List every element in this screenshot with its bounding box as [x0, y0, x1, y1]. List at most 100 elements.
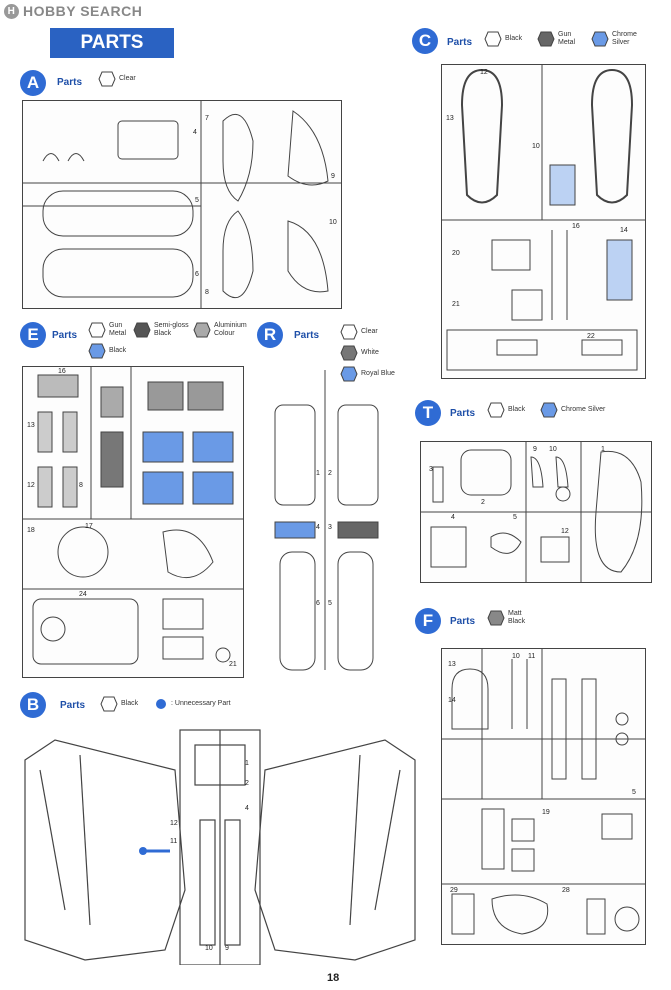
part-num: 12 — [480, 69, 488, 76]
part-num: 5 — [195, 197, 199, 204]
part-num: 6 — [316, 600, 320, 607]
sprue-f: 13 14 10 11 19 29 28 5 — [441, 648, 646, 945]
part-num: 3 — [328, 524, 332, 531]
part-num: 4 — [245, 805, 249, 812]
part-num: 4 — [451, 514, 455, 521]
section-b-swatch-black: Black — [100, 696, 138, 712]
hex-swatch-icon — [88, 343, 106, 359]
sprue-r: 1 2 4 3 6 5 — [270, 370, 380, 680]
part-num: 7 — [205, 115, 209, 122]
part-num: 24 — [79, 591, 87, 598]
hex-swatch-icon — [340, 345, 358, 361]
hobby-search-logo-icon: H — [4, 3, 19, 19]
hex-swatch-icon — [133, 322, 151, 338]
part-num: 16 — [572, 223, 580, 230]
part-num: 1 — [245, 760, 249, 767]
part-num: 14 — [448, 697, 456, 704]
part-num: 22 — [587, 333, 595, 340]
section-f-parts-label: Parts — [450, 616, 476, 627]
watermark-text: HOBBY SEARCH — [23, 3, 143, 19]
section-e-swatch-gunmetal: Gun Metal — [88, 322, 131, 338]
section-e-swatch-semigloss: Semi-gloss Black — [133, 322, 194, 338]
section-f-swatch-mattblack: Matt Black — [487, 610, 530, 626]
part-num: 13 — [446, 115, 454, 122]
page-number: 18 — [327, 972, 340, 984]
section-t-badge: T — [415, 400, 441, 426]
part-num: 14 — [620, 227, 628, 234]
part-num: 4 — [316, 524, 320, 531]
part-num: 16 — [58, 368, 66, 375]
part-num: 10 — [532, 143, 540, 150]
part-num: 10 — [549, 446, 557, 453]
sprue-t: 9 10 1 3 2 4 5 12 — [420, 441, 652, 583]
hex-swatch-icon — [340, 324, 358, 340]
part-num: 5 — [632, 789, 636, 796]
hex-swatch-icon — [88, 322, 106, 338]
part-num: 13 — [448, 661, 456, 668]
hex-swatch-icon — [98, 71, 116, 87]
part-num: 17 — [85, 523, 93, 530]
section-b-unnecessary-legend: : Unnecessary Part — [155, 698, 231, 710]
section-r-swatch-white: White — [340, 345, 379, 361]
part-num: 10 — [512, 653, 520, 660]
section-t-parts-label: Parts — [450, 408, 476, 419]
sprue-c: 12 13 10 20 16 14 21 22 — [441, 64, 646, 379]
part-num: 9 — [225, 945, 229, 952]
section-c-badge: C — [412, 28, 438, 54]
watermark: H HOBBY SEARCH — [4, 3, 142, 19]
part-num: 1 — [316, 470, 320, 477]
section-r-badge: R — [257, 322, 283, 348]
hex-swatch-icon — [100, 696, 118, 712]
section-b-parts-label: Parts — [60, 700, 86, 711]
hex-swatch-icon — [340, 366, 358, 382]
hex-swatch-icon — [591, 31, 609, 47]
section-c-swatch-black: Black — [484, 31, 522, 47]
sprue-e: 16 13 12 8 18 17 24 21 — [22, 366, 244, 678]
part-num: 9 — [331, 173, 335, 180]
section-c-swatch-chrome: Chrome Silver — [591, 31, 652, 47]
part-num: 1 — [601, 446, 605, 453]
section-c-swatch-gunmetal: Gun Metal — [537, 31, 588, 47]
unnecessary-part-dot-icon — [156, 699, 166, 709]
section-a-swatch-clear: Clear — [98, 71, 136, 87]
part-num: 20 — [452, 250, 460, 257]
hex-swatch-icon — [487, 610, 505, 626]
part-num: 10 — [205, 945, 213, 952]
page-title: PARTS — [50, 28, 174, 58]
part-num: 19 — [542, 809, 550, 816]
section-t-swatch-chrome: Chrome Silver — [540, 402, 605, 418]
hex-swatch-icon — [540, 402, 558, 418]
part-num: 12 — [27, 482, 35, 489]
part-num: 12 — [170, 820, 178, 827]
hex-swatch-icon — [487, 402, 505, 418]
section-a-parts-label: Parts — [57, 77, 83, 88]
part-num: 8 — [79, 482, 83, 489]
section-c-parts-label: Parts — [447, 37, 473, 48]
sprue-a: 4 7 5 6 8 9 10 — [22, 100, 342, 309]
part-num: 21 — [452, 301, 460, 308]
part-num: 29 — [450, 887, 458, 894]
section-a-badge: A — [20, 70, 46, 96]
part-num: 18 — [27, 527, 35, 534]
section-b-badge: B — [20, 692, 46, 718]
section-r-parts-label: Parts — [294, 330, 320, 341]
section-e-parts-label: Parts — [52, 330, 78, 341]
sprue-e-drawing — [23, 367, 243, 665]
sprue-b-drawing — [24, 729, 416, 965]
section-e-badge: E — [20, 322, 46, 348]
section-r-swatch-clear: Clear — [340, 324, 378, 340]
part-num: 5 — [513, 514, 517, 521]
part-num: 6 — [195, 271, 199, 278]
part-num: 4 — [193, 129, 197, 136]
sprue-t-drawing — [421, 442, 651, 582]
part-num: 2 — [481, 499, 485, 506]
section-e-swatch-black: Black — [88, 343, 126, 359]
section-e-swatch-aluminium: Aluminium Colour — [193, 322, 252, 338]
sprue-a-drawing — [23, 101, 341, 308]
part-num: 21 — [229, 661, 237, 668]
sprue-b: 12 11 10 9 4 2 1 — [20, 720, 420, 965]
part-num: 10 — [329, 219, 337, 226]
hex-swatch-icon — [193, 322, 211, 338]
part-num: 9 — [533, 446, 537, 453]
part-num: 12 — [561, 528, 569, 535]
